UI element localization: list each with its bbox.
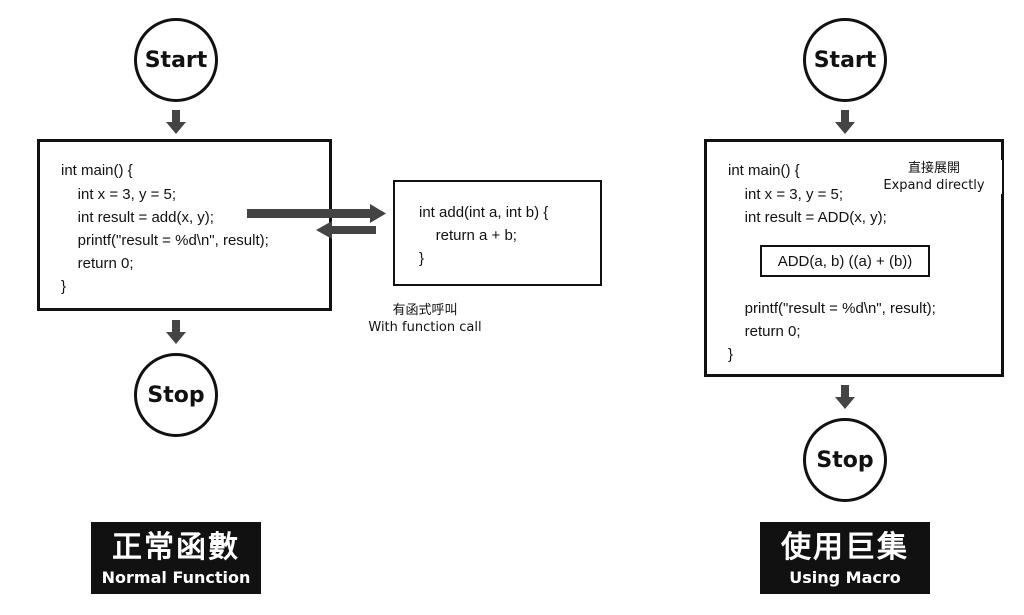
func-code-line-1: int add(int a, int b) {: [419, 204, 549, 221]
func-code-line-2: return a + b;: [419, 227, 517, 244]
call-caption-en: With function call: [368, 320, 482, 335]
left-function-box: [393, 180, 602, 286]
call-arrow-right: [247, 204, 386, 223]
left-code-line-6: }: [61, 278, 67, 295]
right-title-zh: 使用巨集: [781, 530, 909, 565]
right-code-line-5: return 0;: [728, 323, 801, 340]
left-code-line-3: int result = add(x, y);: [61, 209, 214, 226]
left-code-line-5: return 0;: [61, 255, 134, 272]
right-code-line-1: int main() {: [728, 162, 800, 179]
expand-caption: 直接展開 Expand directly: [866, 160, 1002, 194]
left-title-en: Normal Function: [101, 568, 251, 587]
left-code-line-4: printf("result = %d\n", result);: [61, 232, 269, 249]
left-code-line-2: int x = 3, y = 5;: [61, 186, 177, 203]
macro-definition-text: ADD(a, b) ((a) + (b)): [777, 252, 913, 270]
call-caption-zh: 有函式呼叫: [392, 303, 458, 318]
func-code-line-3: }: [419, 250, 425, 267]
right-arrow-start-to-main: [835, 110, 855, 134]
left-stop-node: Stop: [134, 353, 218, 437]
right-code-line-6: }: [728, 346, 734, 363]
right-title-en: Using Macro: [789, 568, 901, 587]
left-start-node: Start: [134, 18, 218, 102]
right-start-label: Start: [813, 47, 877, 73]
left-stop-label: Stop: [147, 382, 205, 408]
right-arrow-main-to-stop: [835, 385, 855, 409]
right-code-line-3: int result = ADD(x, y);: [728, 209, 887, 226]
left-main-code-box: [37, 139, 332, 311]
macro-definition-box: ADD(a, b) ((a) + (b)): [760, 245, 930, 277]
left-code-line-1: int main() {: [61, 162, 133, 179]
right-code-line-2: int x = 3, y = 5;: [728, 186, 844, 203]
left-title-zh: 正常函數: [112, 530, 240, 565]
right-title-block: 使用巨集 Using Macro: [760, 522, 930, 594]
left-title-block: 正常函數 Normal Function: [91, 522, 261, 594]
call-caption: 有函式呼叫 With function call: [340, 302, 510, 336]
right-start-node: Start: [803, 18, 887, 102]
expand-caption-en: Expand directly: [883, 178, 985, 193]
right-stop-node: Stop: [803, 418, 887, 502]
right-stop-label: Stop: [816, 447, 874, 473]
expand-caption-zh: 直接展開: [907, 161, 960, 176]
left-arrow-start-to-main: [166, 110, 186, 134]
return-arrow-left: [316, 221, 376, 239]
right-code-line-4: printf("result = %d\n", result);: [728, 300, 936, 317]
left-arrow-main-to-stop: [166, 320, 186, 344]
left-start-label: Start: [144, 47, 208, 73]
